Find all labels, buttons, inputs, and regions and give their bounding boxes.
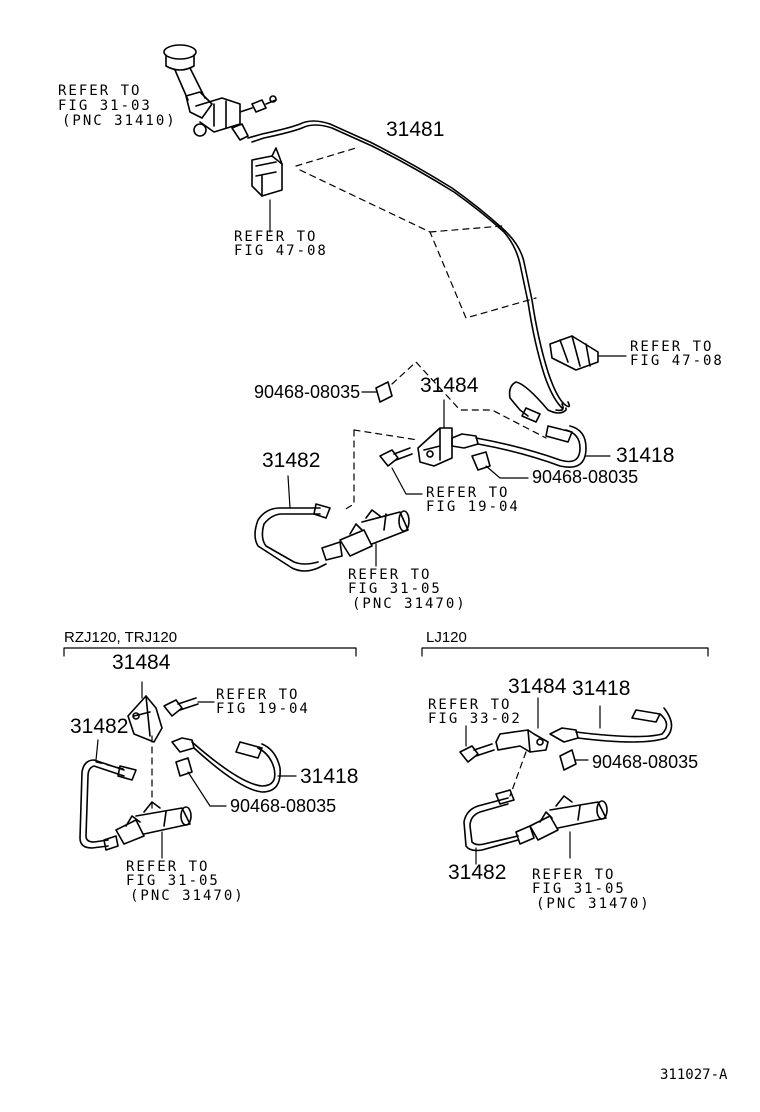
part-31484-label: 31484 <box>420 374 479 397</box>
ref-fig4708-right-l1: REFER TO <box>630 339 714 355</box>
rzj-ref-fig3105-l3: (PNC 31470) <box>130 888 245 904</box>
lj-hose <box>549 705 673 743</box>
rzj-guide-dashes <box>95 735 153 811</box>
lj-part-90468-label: 90468-08035 <box>592 752 699 772</box>
lj-bracket <box>495 697 549 753</box>
rzj-section-title: RZJ120, TRJ120 <box>64 629 178 646</box>
clutch-tube-slave <box>254 475 343 572</box>
ref-fig3105-l2: FIG 31-05 <box>348 581 442 597</box>
tube-clamp-right <box>549 335 627 371</box>
ref-master-cyl-l1: REFER TO <box>58 83 142 99</box>
lj-ref-fig3302-l2: FIG 33-02 <box>428 711 522 727</box>
guide-dashes-top <box>295 147 537 319</box>
lj-ref-fig3302-l1: REFER TO <box>428 697 512 713</box>
clip-left-main <box>361 381 393 403</box>
diagram-id: 311027-A <box>660 1067 728 1083</box>
part-90468-right-label: 90468-08035 <box>532 467 639 487</box>
part-90468-left-label: 90468-08035 <box>254 382 361 402</box>
rzj-hose <box>171 737 297 793</box>
lj-section-title: LJ120 <box>426 629 467 646</box>
lj-slave-cylinder <box>529 795 608 859</box>
lj-part-31418-label: 31418 <box>572 677 631 700</box>
tube-clamp-top <box>251 147 283 233</box>
clutch-tube-main <box>247 120 571 417</box>
ref-fig1904-l2: FIG 19-04 <box>426 499 520 515</box>
hose-fitting-upper <box>521 407 541 423</box>
ref-master-cyl-l2: FIG 31-03 <box>58 98 152 114</box>
bracket-main <box>417 399 453 467</box>
rzj-tube <box>79 739 137 851</box>
part-31482-label: 31482 <box>262 449 321 472</box>
ref-fig4708-top-l1: REFER TO <box>234 229 318 245</box>
lj-guide-dashes <box>509 751 527 797</box>
lj-part-31484-label: 31484 <box>508 675 567 698</box>
guide-dashes-middle <box>343 361 547 511</box>
ref-fig3105-l3: (PNC 31470) <box>352 596 467 612</box>
rzj-bracket <box>127 681 163 743</box>
rzj-ref-fig3105-l1: REFER TO <box>126 859 210 875</box>
ref-fig3105-l1: REFER TO <box>348 567 432 583</box>
slave-cylinder-main <box>339 509 410 567</box>
rzj-clip <box>175 757 227 807</box>
rzj-part-31484-label: 31484 <box>112 651 171 674</box>
lj-section-rule <box>421 647 709 657</box>
rzj-ref-fig1904-l2: FIG 19-04 <box>216 701 310 717</box>
clip-right-main <box>471 451 529 479</box>
rzj-section-rule <box>63 647 357 657</box>
bolt-main <box>379 447 423 495</box>
ref-fig4708-top-l2: FIG 47-08 <box>234 243 328 259</box>
rzj-ref-fig3105-l2: FIG 31-05 <box>126 873 220 889</box>
rzj-bolt <box>163 697 215 717</box>
lj-clip <box>559 749 589 771</box>
ref-master-cyl-l3: (PNC 31410) <box>62 113 177 129</box>
ref-fig4708-right-l2: FIG 47-08 <box>630 353 724 369</box>
lj-bolt <box>459 725 495 763</box>
lj-ref-fig3105-l1: REFER TO <box>532 867 616 883</box>
rzj-part-31482-label: 31482 <box>70 715 129 738</box>
lj-part-31482-label: 31482 <box>448 861 507 884</box>
flex-hose-main <box>451 425 611 468</box>
part-31418-label: 31418 <box>616 444 675 467</box>
part-31481-label: 31481 <box>386 118 445 141</box>
rzj-part-31418-label: 31418 <box>300 765 359 788</box>
rzj-part-90468-label: 90468-08035 <box>230 796 337 816</box>
lj-tube <box>463 789 535 865</box>
rzj-slave-cylinder <box>115 801 192 859</box>
lj-ref-fig3105-l2: FIG 31-05 <box>532 881 626 897</box>
master-cylinder <box>163 44 277 141</box>
rzj-ref-fig1904-l1: REFER TO <box>216 687 300 703</box>
ref-fig1904-l1: REFER TO <box>426 485 510 501</box>
lj-ref-fig3105-l3: (PNC 31470) <box>536 896 651 912</box>
